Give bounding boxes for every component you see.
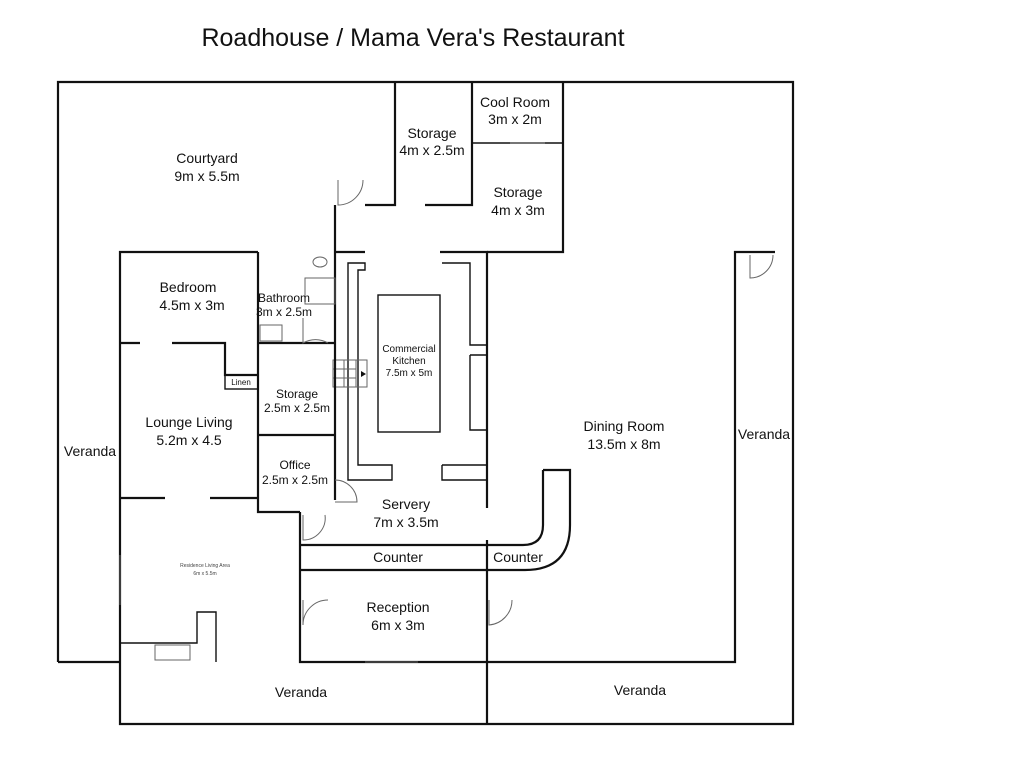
storage-right-size: 4m x 3m [491,202,545,218]
doors [119,142,774,663]
kitchen-label-1: Commercial [382,344,435,355]
cool-room-size: 3m x 2m [488,111,542,127]
cool-room-label: Cool Room [480,94,550,110]
kitchen-label-2: Kitchen [392,356,425,367]
stairs [332,359,368,388]
storage-top-size: 4m x 2.5m [399,142,464,158]
counter-right-label: Counter [493,549,543,565]
servery-label: Servery [382,496,430,512]
veranda-right-label: Veranda [738,426,790,442]
residence-size: 6m x 5.5m [193,571,216,577]
kitchen-island [377,294,441,433]
storage-right-label: Storage [493,184,542,200]
veranda-bottom-right-label: Veranda [614,682,666,698]
room-labels: Courtyard 9m x 5.5m Storage 4m x 2.5m Co… [64,94,790,700]
residence-label: Residence Living Area [180,563,230,569]
bathroom-size: 3m x 2.5m [256,305,312,319]
servery-size: 7m x 3.5m [373,514,438,530]
office-size: 2.5m x 2.5m [262,473,328,487]
bedroom-size: 4.5m x 3m [159,297,224,313]
courtyard-label: Courtyard [176,150,237,166]
office-label: Office [279,458,310,472]
veranda-left-label: Veranda [64,443,116,459]
kitchen-size: 7.5m x 5m [386,368,433,379]
courtyard-size: 9m x 5.5m [174,168,239,184]
dining-label: Dining Room [584,418,665,434]
walls [56,80,795,726]
bathroom-label: Bathroom [258,291,310,305]
reception-label: Reception [366,599,429,615]
lounge-size: 5.2m x 4.5 [156,432,222,448]
bedroom-label: Bedroom [160,279,217,295]
lounge-label: Lounge Living [145,414,232,430]
storage-top-label: Storage [407,125,456,141]
counter-left-label: Counter [373,549,423,565]
linen-label: Linen [231,378,251,387]
reception-size: 6m x 3m [371,617,425,633]
storage-mid-size: 2.5m x 2.5m [264,401,330,415]
plan-title: Roadhouse / Mama Vera's Restaurant [201,24,625,52]
storage-mid-label: Storage [276,387,318,401]
dining-size: 13.5m x 8m [587,436,660,452]
veranda-bottom-left-label: Veranda [275,684,327,700]
